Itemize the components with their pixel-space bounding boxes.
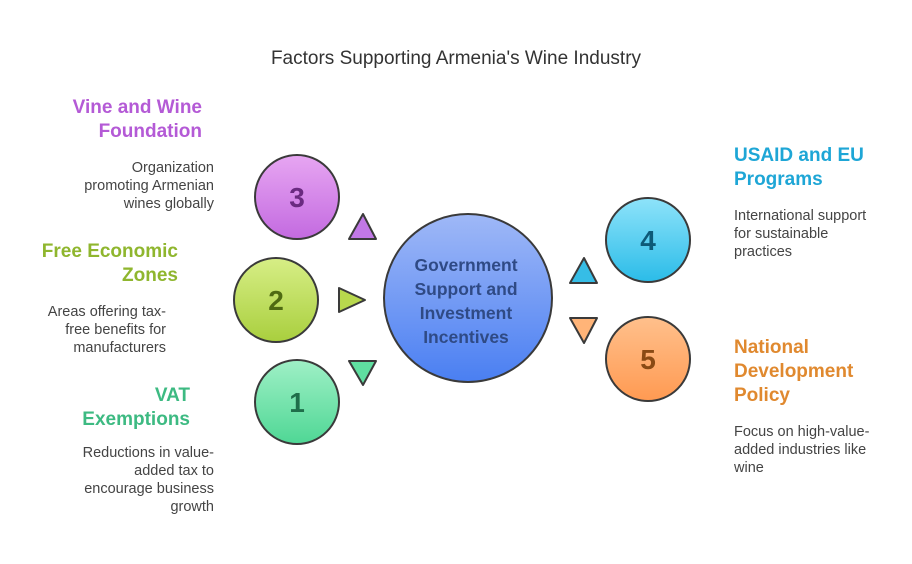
- factor-heading-1: VAT Exemptions: [82, 384, 190, 432]
- factor-description-1-line-3: encourage business: [84, 481, 214, 497]
- factor-description-2-line-1: Areas offering tax-: [47, 304, 166, 320]
- factor-circle-3: [254, 154, 340, 240]
- factor-description-2: Areas offering tax- free benefits for ma…: [48, 303, 166, 357]
- factor-description-2-line-2: free benefits for: [65, 322, 166, 338]
- factor-heading-2-line-2: Zones: [122, 265, 178, 286]
- factor-heading-2: Free Economic Zones: [42, 240, 178, 288]
- factor-heading-4: USAID and EU Programs: [734, 144, 864, 192]
- factor-heading-3: Vine and Wine Foundation: [73, 96, 202, 144]
- factor-heading-5-line-1: National: [734, 337, 809, 358]
- center-line-1: Government: [414, 255, 517, 275]
- factor-description-4-line-2: for sustainable: [734, 226, 829, 242]
- arrow-triangle-4: [569, 257, 598, 284]
- factor-description-3: Organization promoting Armenian wines gl…: [84, 159, 214, 213]
- arrow-triangle-5: [569, 317, 598, 344]
- factor-heading-3-line-1: Vine and Wine: [72, 97, 202, 118]
- factor-number-3: 3: [289, 182, 305, 213]
- factor-circle-4: [605, 197, 691, 283]
- factor-circle-1: [254, 359, 340, 445]
- factor-circle-2: [233, 257, 319, 343]
- factor-description-5: Focus on high-value- added industries li…: [734, 423, 869, 477]
- factor-heading-5: National Development Policy: [734, 336, 853, 408]
- factor-number-5: 5: [640, 344, 656, 375]
- center-line-2: Support and: [414, 279, 517, 299]
- factor-heading-5-line-2: Development: [734, 361, 854, 382]
- factor-description-3-line-1: Organization: [131, 160, 214, 176]
- factor-heading-2-line-1: Free Economic: [41, 241, 178, 262]
- factor-heading-3-line-2: Foundation: [98, 121, 202, 142]
- arrow-triangle-3: [348, 213, 377, 240]
- factor-circle-5: [605, 316, 691, 402]
- factor-description-3-line-3: wines globally: [123, 196, 214, 212]
- factor-heading-1-line-1: VAT: [154, 385, 190, 406]
- factor-heading-4-line-2: Programs: [734, 169, 823, 190]
- factor-heading-4-line-1: USAID and EU: [734, 145, 864, 166]
- arrow-triangle-1: [348, 360, 377, 386]
- factor-number-1: 1: [289, 387, 305, 418]
- factor-description-4-line-3: practices: [734, 244, 793, 260]
- center-line-4: Incentives: [423, 327, 509, 347]
- factor-description-5-line-3: wine: [734, 460, 764, 476]
- factor-description-4: International support for sustainable pr…: [734, 207, 866, 261]
- factor-number-2: 2: [268, 285, 284, 316]
- factor-description-1-line-1: Reductions in value-: [82, 445, 214, 461]
- factor-heading-1-line-2: Exemptions: [82, 409, 190, 430]
- factor-description-1: Reductions in value- added tax to encour…: [83, 444, 214, 516]
- factor-description-3-line-2: promoting Armenian: [84, 178, 214, 194]
- arrow-triangle-2: [338, 287, 366, 313]
- factor-description-1-line-4: growth: [170, 499, 214, 515]
- diagram-title: Factors Supporting Armenia's Wine Indust…: [270, 48, 642, 69]
- center-circle: [383, 213, 553, 383]
- center-line-3: Investment: [420, 303, 513, 323]
- factor-description-5-line-2: added industries like: [734, 442, 867, 458]
- factor-description-2-line-3: manufacturers: [73, 340, 166, 356]
- factor-description-1-line-2: added tax to: [134, 463, 214, 479]
- factor-description-4-line-1: International support: [734, 208, 867, 224]
- factor-description-5-line-1: Focus on high-value-: [734, 424, 870, 440]
- factor-number-4: 4: [640, 225, 656, 256]
- factor-heading-5-line-3: Policy: [734, 385, 790, 406]
